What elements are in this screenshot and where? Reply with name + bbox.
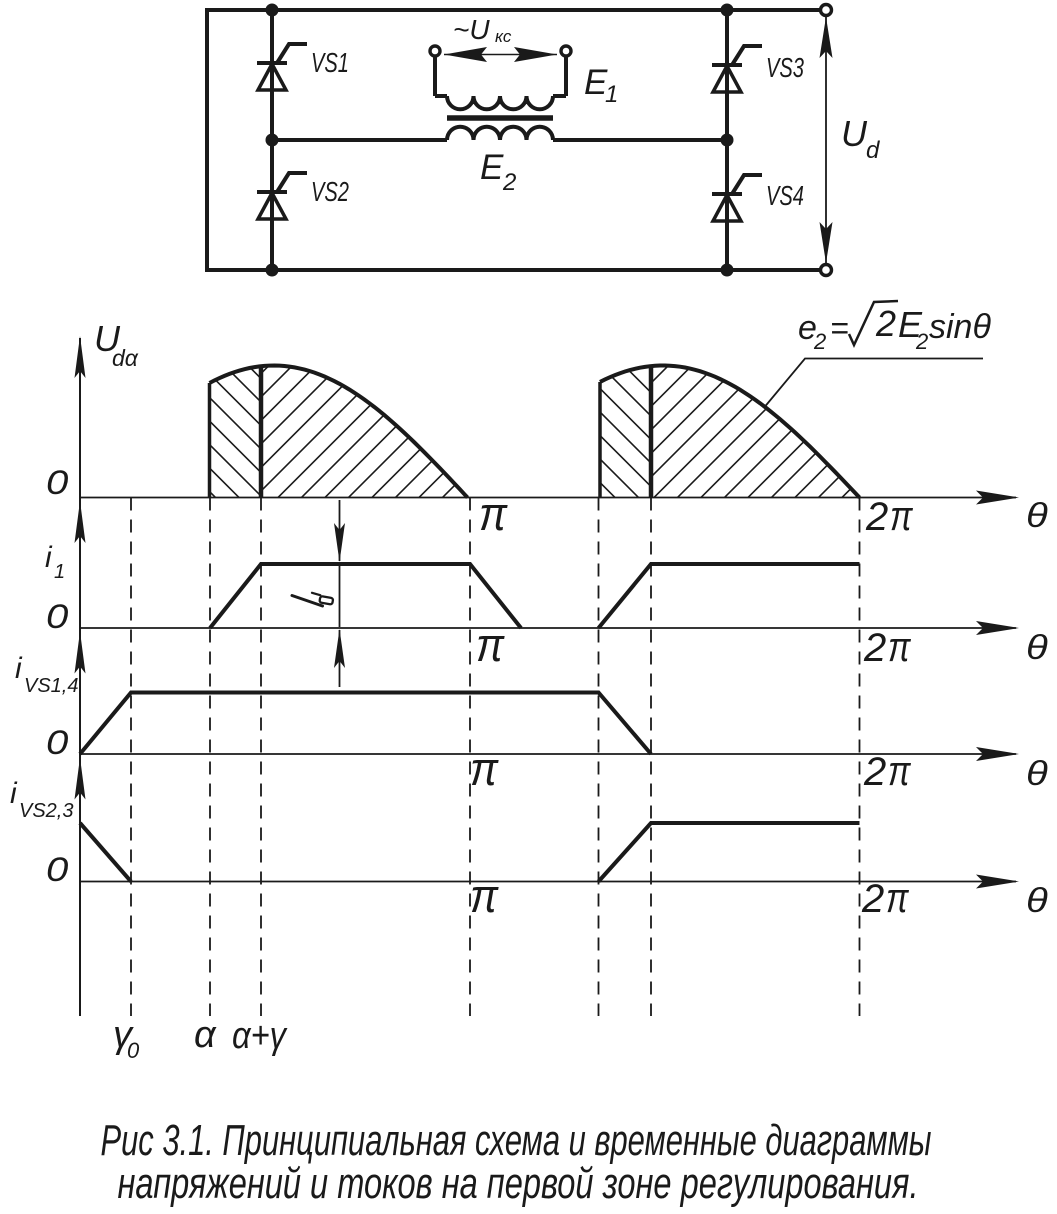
svg-text:2: 2 <box>863 626 886 670</box>
svg-text:i: i <box>45 541 53 574</box>
svg-text:кс: кс <box>495 27 512 46</box>
svg-text:1: 1 <box>605 81 618 108</box>
svg-text:VS1: VS1 <box>311 47 349 78</box>
svg-text:~U: ~U <box>453 14 490 45</box>
svg-text:напряжений и токов на первой з: напряжений и токов на первой зоне регули… <box>118 1159 919 1208</box>
svg-text:π: π <box>886 876 910 922</box>
svg-text:VS1,4: VS1,4 <box>24 675 78 697</box>
svg-text:2: 2 <box>502 169 516 196</box>
svg-text:π: π <box>890 494 914 540</box>
svg-text:U: U <box>94 318 121 359</box>
svg-text:0: 0 <box>127 1038 140 1063</box>
svg-text:0: 0 <box>46 850 69 888</box>
svg-text:π: π <box>476 620 505 672</box>
svg-text:2: 2 <box>865 495 888 539</box>
svg-text:θ: θ <box>1026 754 1048 792</box>
svg-text:0: 0 <box>46 463 69 501</box>
svg-text:E: E <box>898 304 923 345</box>
svg-text:π: π <box>479 489 508 541</box>
svg-text:0: 0 <box>46 723 69 761</box>
svg-text:=: = <box>830 310 849 346</box>
svg-text:2: 2 <box>863 750 886 794</box>
svg-text:α+γ: α+γ <box>232 1015 288 1057</box>
svg-text:π: π <box>470 744 499 796</box>
svg-text:d: d <box>866 137 880 164</box>
svg-text:U: U <box>841 113 868 154</box>
svg-text:π: π <box>470 871 499 923</box>
svg-text:π: π <box>888 749 912 795</box>
svg-text:i: i <box>10 777 18 810</box>
svg-text:i: i <box>15 652 23 685</box>
svg-text:dα: dα <box>112 345 139 371</box>
svg-text:sinθ: sinθ <box>929 308 991 346</box>
svg-text:θ: θ <box>1026 628 1048 666</box>
svg-text:1: 1 <box>54 561 65 583</box>
svg-text:2: 2 <box>861 877 884 921</box>
svg-text:E: E <box>480 148 504 187</box>
svg-text:γ: γ <box>113 1014 134 1056</box>
svg-text:VS4: VS4 <box>766 180 804 211</box>
svg-text:2: 2 <box>915 329 928 354</box>
svg-text:0: 0 <box>46 597 69 635</box>
svg-text:α: α <box>194 1014 217 1056</box>
svg-text:π: π <box>888 625 912 671</box>
svg-text:2: 2 <box>875 303 896 344</box>
svg-text:E: E <box>584 63 608 102</box>
svg-text:2: 2 <box>813 329 826 354</box>
svg-text:θ: θ <box>1026 496 1048 534</box>
svg-text:VS2,3: VS2,3 <box>19 800 73 822</box>
svg-text:e: e <box>798 309 817 347</box>
svg-text:θ: θ <box>1026 881 1048 919</box>
svg-text:Рис 3.1. Принципиальная схема: Рис 3.1. Принципиальная схема и временны… <box>101 1116 932 1165</box>
svg-text:VS3: VS3 <box>766 52 804 83</box>
svg-text:VS2: VS2 <box>311 176 349 207</box>
